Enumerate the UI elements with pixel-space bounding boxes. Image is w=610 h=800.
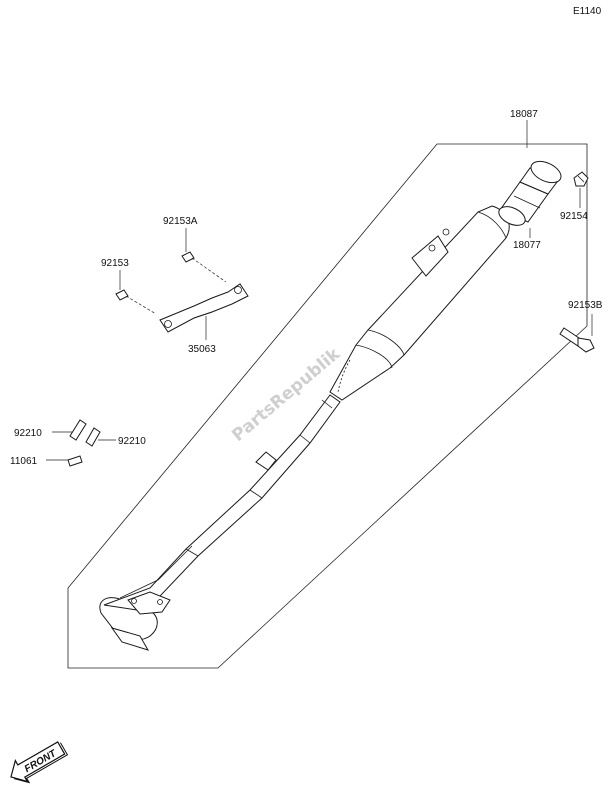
assembly-outline	[67, 143, 588, 669]
bolt-92154	[573, 171, 589, 187]
bolt-92153b	[559, 327, 595, 353]
callout-92153b: 92153B	[568, 300, 603, 311]
bolt-92153	[115, 289, 157, 315]
gasket-11061	[67, 455, 83, 467]
callout-18087: 18087	[510, 109, 538, 120]
callout-92153a: 92153A	[163, 216, 198, 227]
callout-92153: 92153	[101, 258, 129, 269]
callout-92210-right: 92210	[118, 436, 146, 447]
muffler-tip	[498, 160, 562, 226]
muffler-body	[329, 205, 510, 401]
callout-11061: 11061	[10, 456, 38, 467]
bracket-35063	[159, 283, 249, 333]
callout-92210-left: 92210	[14, 428, 42, 439]
pipe-flange	[127, 591, 171, 615]
watermark: PartsRepublik	[228, 344, 344, 446]
page-code: E1140	[573, 6, 602, 17]
bolt-92153a	[181, 251, 227, 283]
muffler-mount	[411, 235, 449, 277]
callout-35063: 35063	[188, 344, 216, 355]
clip-92210-right	[85, 427, 101, 447]
front-arrow-icon: FRONT	[10, 741, 69, 784]
clip-92210-left	[69, 419, 87, 441]
callout-18077: 18077	[513, 240, 541, 251]
callout-92154: 92154	[560, 211, 588, 222]
exhaust-pipe	[99, 394, 341, 651]
